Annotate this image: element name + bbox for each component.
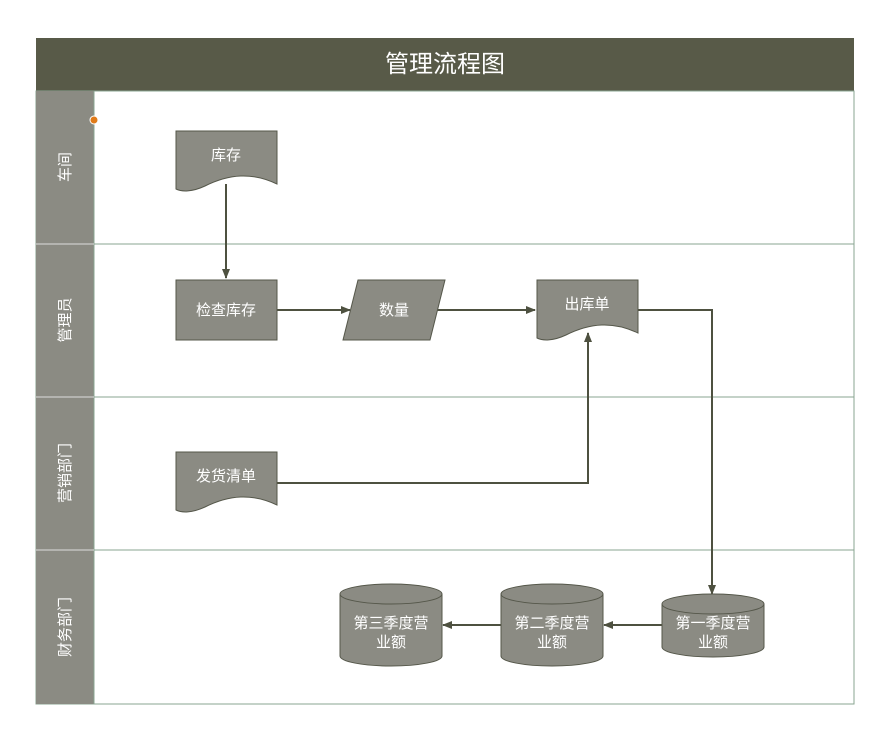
node-shipping-list[interactable]: 发货清单 bbox=[175, 451, 278, 513]
node-q1-revenue[interactable]: 第一季度营 业额 bbox=[661, 593, 765, 658]
node-label-line1: 第一季度营 bbox=[675, 614, 750, 632]
connector-shipping-to-outbound[interactable] bbox=[277, 332, 592, 484]
connector-outbound-to-q1[interactable] bbox=[638, 309, 716, 595]
node-label: 检查库存 bbox=[196, 301, 256, 319]
node-quantity[interactable]: 数量 bbox=[342, 279, 446, 341]
page-title: 管理流程图 bbox=[385, 50, 505, 78]
node-label: 发货清单 bbox=[196, 467, 256, 485]
database-top bbox=[339, 583, 443, 605]
node-label: 数量 bbox=[379, 301, 409, 319]
document-shape bbox=[175, 130, 278, 192]
lane-label-workshop: 车间 bbox=[56, 152, 74, 182]
node-check-inventory[interactable]: 检查库存 bbox=[175, 279, 278, 341]
database-body bbox=[500, 594, 604, 667]
database-body bbox=[661, 604, 765, 658]
node-label-line2: 业额 bbox=[537, 633, 567, 651]
node-label-line1: 第三季度营 bbox=[353, 614, 428, 632]
node-label-line1: 第二季度营 bbox=[514, 614, 589, 632]
node-q3-revenue[interactable]: 第三季度营 业额 bbox=[339, 583, 443, 667]
lane-label-manager: 管理员 bbox=[56, 297, 74, 342]
selection-handle-dot[interactable] bbox=[89, 115, 99, 125]
database-top bbox=[500, 583, 604, 605]
node-outbound-order[interactable]: 出库单 bbox=[536, 279, 639, 341]
node-inventory[interactable]: 库存 bbox=[175, 130, 278, 192]
node-q2-revenue[interactable]: 第二季度营 业额 bbox=[500, 583, 604, 667]
node-label: 库存 bbox=[211, 146, 241, 164]
title-bar: 管理流程图 bbox=[36, 38, 854, 91]
process-shape bbox=[175, 279, 278, 341]
document-shape bbox=[175, 451, 278, 513]
node-label-line2: 业额 bbox=[376, 633, 406, 651]
database-body bbox=[339, 594, 443, 667]
database-top bbox=[661, 593, 765, 615]
node-label: 出库单 bbox=[564, 295, 609, 313]
lane-label-finance: 财务部门 bbox=[56, 597, 74, 657]
node-label-line2: 业额 bbox=[698, 633, 728, 651]
data-shape bbox=[342, 279, 446, 341]
document-shape bbox=[536, 279, 639, 341]
title-bar-bg bbox=[36, 38, 854, 91]
lane-label-marketing: 营销部门 bbox=[56, 443, 74, 503]
